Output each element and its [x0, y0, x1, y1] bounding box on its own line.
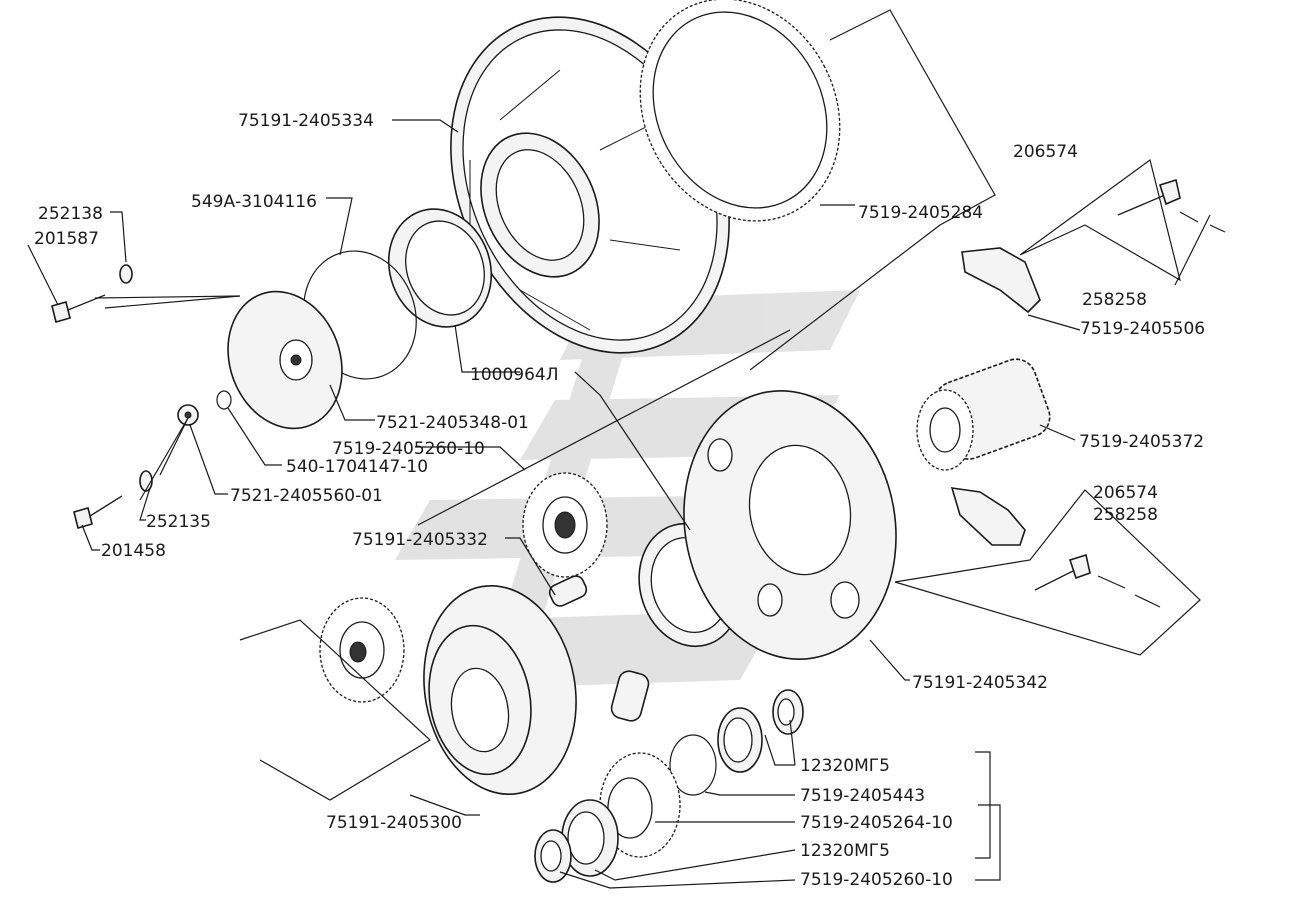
bolt-201458-part — [73, 495, 123, 529]
label-7521-2405560-01: 7521-2405560-01 — [230, 486, 383, 506]
pin-258258-bottom-part — [1097, 575, 1161, 608]
sun-gear-part — [319, 597, 405, 703]
label-252138: 252138 — [38, 204, 103, 224]
ring-gear-part — [639, 0, 841, 222]
washer-252138-part — [119, 264, 133, 284]
part-labels: 75191-2405334 549А-3104116 252138 201587… — [34, 111, 1205, 890]
carrier-plate-part — [683, 390, 897, 660]
label-1000964l: 1000964Л — [470, 365, 559, 385]
label-7519-2405264-10: 7519-2405264-10 — [800, 813, 953, 833]
needle-bearing-d-part — [534, 829, 572, 883]
lock-plate-bottom-part — [950, 487, 1026, 546]
washer-252135-part — [139, 470, 153, 492]
label-7521-2405348-01: 7521-2405348-01 — [376, 413, 529, 433]
spline-gear-part — [916, 358, 1051, 471]
lock-plate-top-part — [961, 247, 1041, 314]
label-206574-bottom: 206574 — [1093, 483, 1158, 503]
idler-gear-part — [599, 752, 681, 858]
label-7519-2405284: 7519-2405284 — [858, 203, 983, 223]
lock-plate-part — [177, 404, 199, 426]
washer-part — [216, 390, 232, 410]
sleeve-part — [610, 670, 650, 722]
label-75191-2405300: 75191-2405300 — [326, 813, 462, 833]
cover-part — [227, 290, 343, 430]
snap-ring-part — [669, 734, 717, 796]
label-201458: 201458 — [101, 541, 166, 561]
label-252135: 252135 — [146, 512, 211, 532]
hub-part — [423, 584, 577, 796]
needle-bearing-a-part — [717, 707, 763, 773]
planet-gear-part — [522, 472, 608, 607]
label-540-1704147-10: 540-1704147-10 — [286, 457, 428, 477]
label-206574-top: 206574 — [1013, 142, 1078, 162]
needle-bearing-b-part — [772, 689, 804, 735]
bolt-201587-part — [51, 294, 106, 323]
label-75191-2405334: 75191-2405334 — [238, 111, 374, 131]
label-12320mg5-a: 12320МГ5 — [800, 756, 890, 776]
label-7519-2405372: 7519-2405372 — [1079, 432, 1204, 452]
bolt-206574-top-part — [1117, 178, 1181, 216]
label-12320mg5-b: 12320МГ5 — [800, 841, 890, 861]
label-258258-bottom: 258258 — [1093, 505, 1158, 525]
label-7519-2405260-10-a: 7519-2405260-10 — [332, 439, 485, 459]
bearing-top-part — [387, 208, 493, 328]
label-549a-3104116: 549А-3104116 — [191, 192, 317, 212]
label-75191-2405342: 75191-2405342 — [912, 673, 1048, 693]
leader-lines — [27, 9, 1211, 889]
label-258258-top: 258258 — [1082, 290, 1147, 310]
label-7519-2405443: 7519-2405443 — [800, 786, 925, 806]
bolt-206574-bottom-part — [1034, 553, 1091, 591]
label-201587: 201587 — [34, 229, 99, 249]
label-7519-2405260-10-b: 7519-2405260-10 — [800, 870, 953, 890]
label-7519-2405506: 7519-2405506 — [1080, 319, 1205, 339]
label-75191-2405332: 75191-2405332 — [352, 530, 488, 550]
pin-258258-top-part — [1179, 211, 1226, 233]
